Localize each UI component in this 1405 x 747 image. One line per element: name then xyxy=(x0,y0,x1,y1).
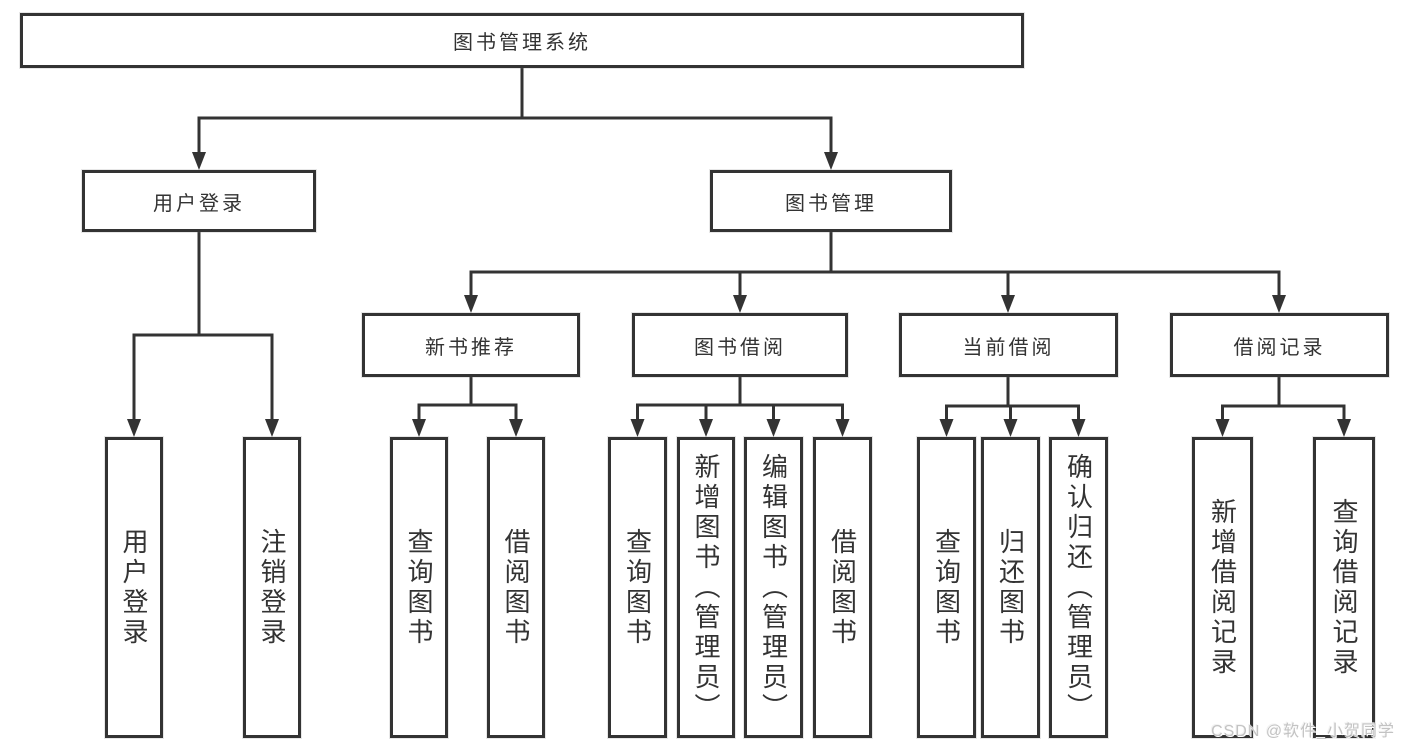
node-borrow-books-2: 借阅图书 xyxy=(813,437,872,738)
node-logout-label: 注销登录 xyxy=(257,527,287,648)
node-user-login-leaf-label: 用户登录 xyxy=(119,527,149,648)
node-book-borrowing: 图书借阅 xyxy=(632,313,848,377)
node-add-borrow-record: 新增借阅记录 xyxy=(1192,437,1253,738)
node-confirm-return-admin-label: 确认归还（管理员） xyxy=(1063,452,1094,723)
node-book-borrowing-label: 图书借阅 xyxy=(694,336,786,359)
node-add-books-admin-label: 新增图书（管理员） xyxy=(691,452,721,723)
node-new-book-recommend: 新书推荐 xyxy=(362,313,580,377)
node-return-books-label: 归还图书 xyxy=(995,527,1026,648)
node-add-borrow-record-label: 新增借阅记录 xyxy=(1207,497,1238,678)
node-confirm-return-admin: 确认归还（管理员） xyxy=(1049,437,1108,738)
node-borrow-books-2-label: 借阅图书 xyxy=(827,527,858,648)
node-library-system: 图书管理系统 xyxy=(20,13,1024,68)
node-borrowing-records-label: 借阅记录 xyxy=(1233,336,1326,359)
node-borrowing-records: 借阅记录 xyxy=(1170,313,1389,377)
node-new-book-recommend-label: 新书推荐 xyxy=(425,336,517,359)
node-library-system-label: 图书管理系统 xyxy=(453,32,591,54)
node-query-books-2-label: 查询图书 xyxy=(622,527,653,648)
node-user-login: 用户登录 xyxy=(82,170,316,232)
node-borrow-books-1-label: 借阅图书 xyxy=(501,527,531,648)
node-query-books-2: 查询图书 xyxy=(608,437,667,738)
node-query-books-1-label: 查询图书 xyxy=(404,527,434,648)
node-user-login-label: 用户登录 xyxy=(153,192,245,215)
node-query-books-3-label: 查询图书 xyxy=(931,527,962,648)
node-query-books-1: 查询图书 xyxy=(390,437,448,738)
node-book-management-label: 图书管理 xyxy=(785,192,877,215)
node-return-books: 归还图书 xyxy=(981,437,1040,738)
node-query-borrow-record: 查询借阅记录 xyxy=(1313,437,1375,738)
node-add-books-admin: 新增图书（管理员） xyxy=(677,437,735,738)
node-borrow-books-1: 借阅图书 xyxy=(487,437,545,738)
node-user-login-leaf: 用户登录 xyxy=(105,437,163,738)
node-current-borrowing-label: 当前借阅 xyxy=(962,336,1055,359)
node-query-borrow-record-label: 查询借阅记录 xyxy=(1329,497,1359,678)
watermark: CSDN @软件_小贺同学 xyxy=(1211,723,1395,740)
node-query-books-3: 查询图书 xyxy=(917,437,976,738)
node-edit-books-admin-label: 编辑图书（管理员） xyxy=(758,452,789,723)
node-current-borrowing: 当前借阅 xyxy=(899,313,1118,377)
node-logout: 注销登录 xyxy=(243,437,301,738)
node-book-management: 图书管理 xyxy=(710,170,952,232)
node-edit-books-admin: 编辑图书（管理员） xyxy=(744,437,803,738)
